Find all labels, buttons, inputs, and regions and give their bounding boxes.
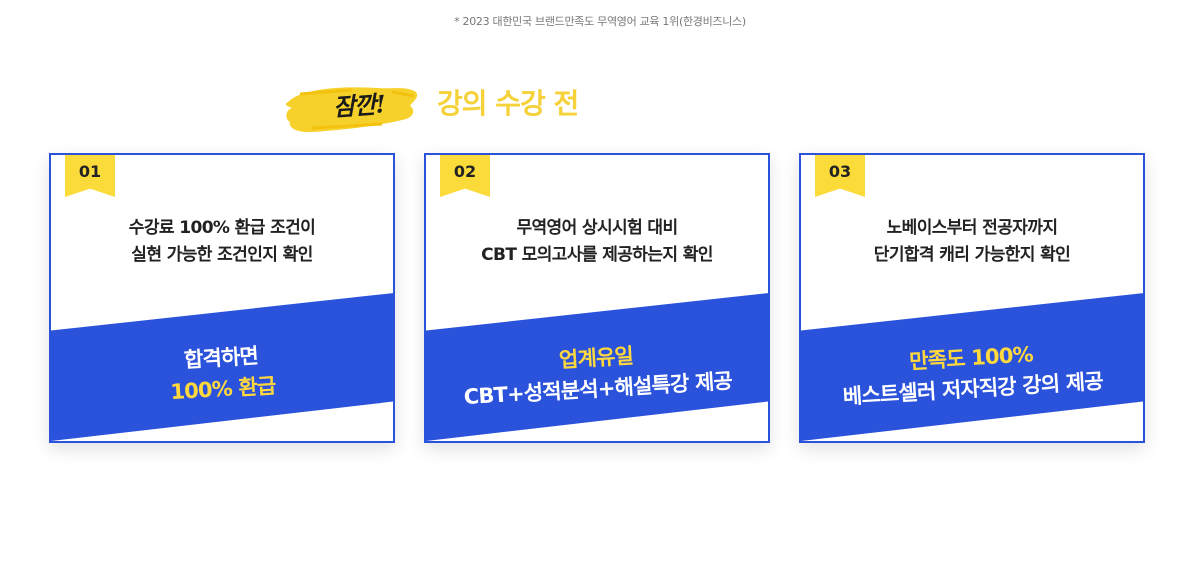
- yellow-brush-stroke-icon: [285, 87, 418, 133]
- blue-band: [801, 293, 1143, 441]
- blue-band: [426, 293, 768, 441]
- checkpoint-card-1: 01 수강료 100% 환급 조건이 실현 가능한 조건인지 확인 합격하면 1…: [49, 153, 395, 443]
- award-footnote: * 2023 대한민국 브랜드만족도 무역영어 교육 1위(한경비즈니스): [454, 15, 746, 28]
- card-description: 노베이스부터 전공자까지 단기합격 캐리 가능한지 확인: [873, 218, 1071, 265]
- card-description: 수강료 100% 환급 조건이 실현 가능한 조건인지 확인: [128, 218, 316, 265]
- section-heading: 잠깐! 강의 수강 전: [282, 78, 642, 138]
- page-title: 강의 수강 전: [437, 87, 579, 120]
- card-description: 무역영어 상시시험 대비 CBT 모의고사를 제공하는지 확인: [481, 218, 713, 265]
- wait-script-label: 잠깐!: [332, 89, 386, 122]
- checkpoint-card-3: 03 노베이스부터 전공자까지 단기합격 캐리 가능한지 확인 만족도 100%…: [799, 153, 1145, 443]
- checkpoint-card-2: 02 무역영어 상시시험 대비 CBT 모의고사를 제공하는지 확인 업계유일 …: [424, 153, 770, 443]
- blue-band: [51, 293, 393, 441]
